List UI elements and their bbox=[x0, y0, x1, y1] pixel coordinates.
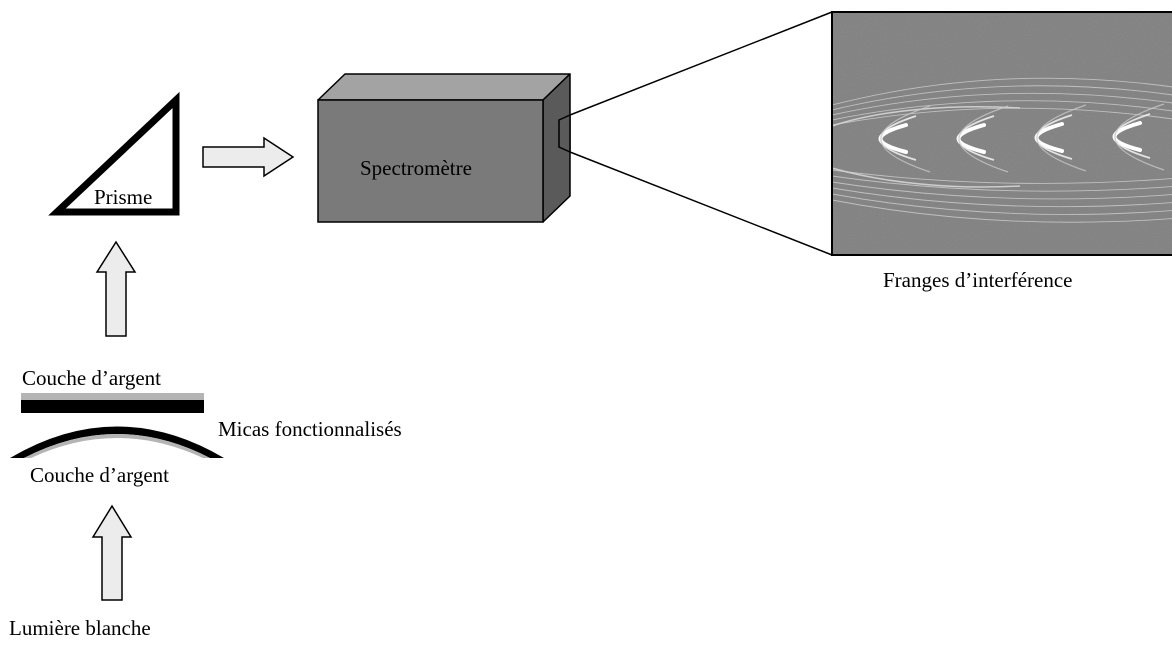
white-light-label: Lumière blanche bbox=[9, 616, 151, 640]
zoom-lines bbox=[569, 11, 833, 256]
prism-triangle bbox=[48, 91, 180, 216]
micas-label: Micas fonctionnalisés bbox=[218, 417, 402, 441]
silver-layer-bottom bbox=[24, 434, 210, 458]
spectrometer-label: Spectromètre bbox=[360, 156, 472, 180]
spectrometer-exit-slit bbox=[558, 113, 571, 154]
interference-fringe-image bbox=[831, 11, 1172, 256]
arrow-up-icon bbox=[95, 240, 137, 337]
silver-layer-bottom-label: Couche d’argent bbox=[30, 463, 169, 487]
spectrometer-top bbox=[317, 73, 571, 101]
arrow-up-icon bbox=[91, 504, 133, 601]
fringes-caption: Franges d’interférence bbox=[883, 268, 1072, 292]
spectrometer-front bbox=[317, 99, 544, 223]
silver-layer-top bbox=[21, 393, 204, 400]
spectrometer: Spectromètre bbox=[317, 73, 571, 223]
arrow-right-icon bbox=[202, 136, 295, 178]
mica-bottom bbox=[10, 426, 224, 458]
silver-layer-top-label: Couche d’argent bbox=[22, 366, 161, 390]
curved-mica-sheet bbox=[10, 426, 224, 458]
prism: Prisme bbox=[48, 91, 180, 216]
prism-label: Prisme bbox=[94, 185, 152, 209]
flat-mica-sheet bbox=[21, 393, 204, 413]
mica-top bbox=[21, 400, 204, 413]
